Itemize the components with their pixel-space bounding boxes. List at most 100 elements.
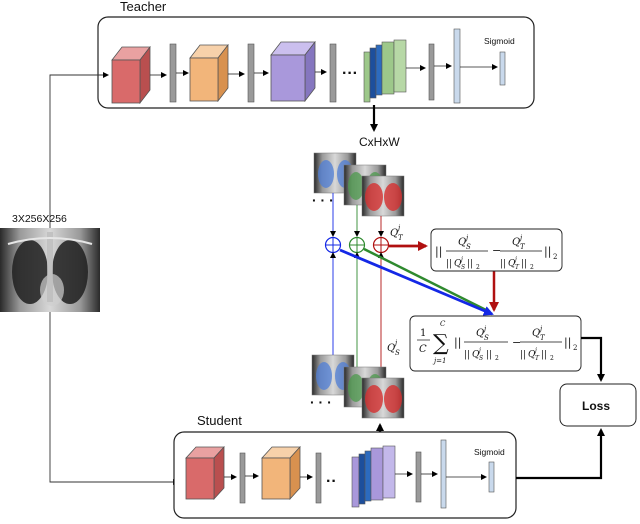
- teacher-sigmoid-label: Sigmoid: [484, 36, 515, 46]
- teacher-ellipsis: ···: [342, 65, 358, 82]
- blue-arrow-to-sum-formula: [339, 248, 494, 316]
- svg-text:||: ||: [435, 245, 442, 259]
- svg-text:||: ||: [541, 350, 547, 360]
- teacher-conv-block-2: [189, 43, 229, 103]
- teacher-title: Teacher: [120, 0, 167, 14]
- svg-text:j: j: [393, 339, 398, 347]
- loss-node: Loss: [559, 383, 637, 427]
- svg-text:S: S: [484, 334, 489, 342]
- subtract-operator-green: [348, 236, 366, 254]
- svg-text:j: j: [464, 234, 469, 242]
- student-conv-block-2: [261, 445, 301, 501]
- svg-text:j: j: [513, 256, 517, 263]
- svg-text:C: C: [440, 320, 446, 328]
- svg-text:T: T: [540, 334, 546, 342]
- loss-label: Loss: [582, 399, 610, 413]
- svg-text:||: ||: [454, 336, 461, 350]
- svg-text:j=1: j=1: [432, 357, 447, 365]
- svg-text:2: 2: [553, 253, 557, 261]
- svg-text:2: 2: [530, 264, 534, 271]
- pair-distance-formula: || Q j S || Q j S || 2 − Q j T || Q j T …: [430, 228, 563, 272]
- svg-text:Q: Q: [458, 237, 466, 248]
- svg-text:||: ||: [544, 245, 551, 259]
- teacher-pool-2: [247, 43, 255, 103]
- input-size-label: 3X256X256: [12, 213, 67, 225]
- feature-dims-label: CxHxW: [359, 135, 400, 149]
- svg-text:Q: Q: [472, 350, 480, 360]
- student-pool-3: [415, 451, 422, 503]
- subtract-operator-red: [372, 236, 390, 254]
- svg-text:S: S: [479, 355, 483, 362]
- svg-text:1: 1: [420, 328, 426, 339]
- svg-text:S: S: [461, 264, 465, 271]
- teacher-fc-layer: [453, 28, 461, 104]
- teacher-pool-4: [428, 43, 435, 101]
- svg-text:C: C: [419, 344, 427, 355]
- teacher-sigmoid-layer: [499, 51, 506, 86]
- svg-text:j: j: [396, 224, 401, 232]
- svg-text:−: −: [492, 244, 501, 257]
- teacher-feature-stack: [363, 39, 407, 103]
- teacher-pool-1: [169, 43, 177, 103]
- svg-text:T: T: [535, 355, 540, 362]
- student-sigmoid-label: Sigmoid: [474, 447, 505, 457]
- svg-text:j: j: [482, 325, 487, 333]
- teacher-conv-block-3: [270, 40, 316, 103]
- svg-text:||: ||: [521, 259, 527, 269]
- svg-text:||: ||: [467, 259, 473, 269]
- q-student-label: Q j S: [387, 339, 400, 357]
- input-xray-image: [0, 228, 100, 312]
- input-to-student-arrow: [49, 312, 179, 485]
- svg-text:−: −: [512, 336, 521, 349]
- student-pool-2: [315, 452, 322, 504]
- student-sigmoid-layer: [488, 461, 495, 493]
- teacher-conv-block-1: [111, 45, 151, 105]
- svg-text:· · ·: · · ·: [310, 394, 332, 410]
- svg-text:Q: Q: [532, 328, 540, 339]
- svg-text:· · ·: · · ·: [312, 192, 334, 208]
- student-ellipsis: ··: [326, 473, 337, 490]
- teacher-attention-maps: · · ·: [312, 152, 405, 217]
- input-to-teacher-arrow: [49, 72, 109, 228]
- student-title: Student: [197, 413, 242, 428]
- student-feature-stack: [351, 445, 396, 508]
- q-teacher-label: Q j T: [390, 224, 404, 242]
- svg-text:j: j: [459, 256, 463, 263]
- svg-text:||: ||: [564, 336, 571, 350]
- teacher-pool-3: [329, 43, 337, 103]
- svg-text:||: ||: [520, 350, 526, 360]
- svg-text:2: 2: [495, 355, 499, 362]
- teacher-network: Teacher ···: [97, 0, 535, 109]
- student-pool-1: [239, 452, 246, 504]
- green-arrow-to-sum-formula: [363, 247, 491, 314]
- svg-text:Q: Q: [508, 259, 516, 269]
- svg-text:T: T: [515, 264, 520, 271]
- svg-text:||: ||: [464, 350, 470, 360]
- sum-distance-formula: 1 C C ∑ j=1 || Q j S || Q j S || 2 − Q j…: [409, 315, 582, 372]
- svg-text:j: j: [538, 325, 543, 333]
- svg-text:||: ||: [486, 350, 492, 360]
- svg-text:S: S: [466, 243, 471, 251]
- svg-text:Q: Q: [390, 228, 398, 239]
- svg-text:2: 2: [550, 355, 554, 362]
- svg-text:2: 2: [476, 264, 480, 271]
- svg-text:j: j: [518, 234, 523, 242]
- svg-text:S: S: [395, 349, 400, 357]
- svg-text:T: T: [520, 243, 526, 251]
- student-conv-block-1: [185, 445, 225, 501]
- svg-text:Q: Q: [454, 259, 462, 269]
- svg-text:Q: Q: [387, 343, 395, 354]
- subtract-operator-blue: [324, 236, 342, 254]
- student-to-loss-arrow: [516, 428, 605, 480]
- formula-to-loss-arrow: [581, 336, 605, 382]
- svg-text:T: T: [398, 234, 404, 242]
- svg-text:j: j: [477, 347, 481, 354]
- svg-text:Q: Q: [512, 237, 520, 248]
- svg-text:||: ||: [500, 259, 506, 269]
- svg-text:2: 2: [573, 344, 577, 352]
- student-attention-maps: · · ·: [310, 354, 405, 419]
- svg-text:||: ||: [446, 259, 452, 269]
- svg-text:Q: Q: [476, 328, 484, 339]
- svg-text:∑: ∑: [433, 331, 449, 356]
